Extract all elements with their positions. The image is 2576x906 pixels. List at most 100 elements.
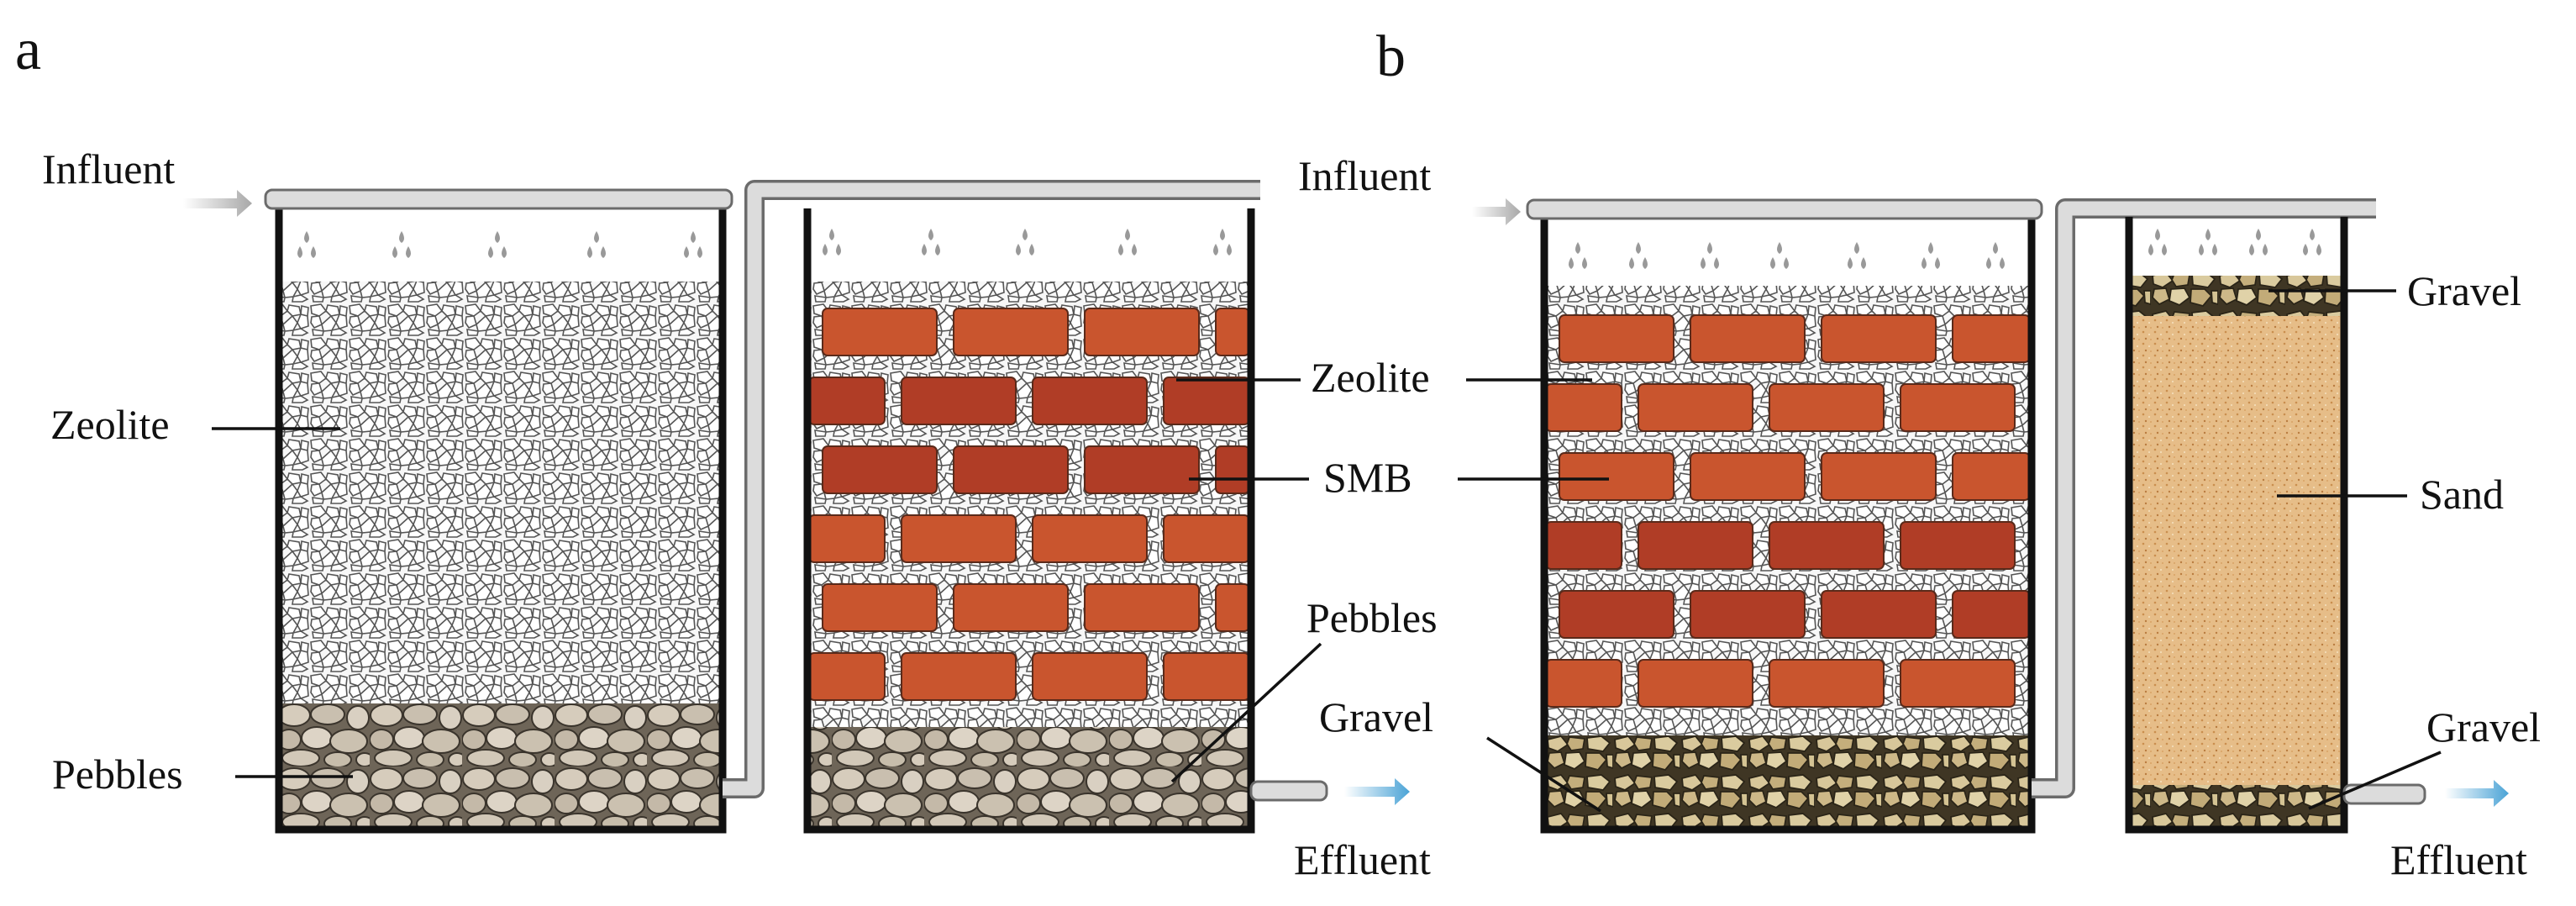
water-drop-icon bbox=[594, 231, 599, 243]
water-drop-icon bbox=[1928, 242, 1933, 254]
column-b1-outline bbox=[1540, 217, 2036, 834]
smb-brick bbox=[1769, 521, 1885, 570]
smb-brick bbox=[953, 308, 1069, 356]
smb-brick bbox=[1690, 314, 1806, 363]
smb-brick bbox=[1545, 383, 1622, 432]
water-drop-icon bbox=[392, 246, 397, 258]
water-drop-icon bbox=[1125, 229, 1130, 240]
smb-brick bbox=[1163, 514, 1250, 563]
effluent-arrow-a bbox=[1344, 778, 1410, 805]
water-drop-icon bbox=[697, 246, 702, 258]
smb-brick bbox=[901, 652, 1017, 701]
water-drop-icon bbox=[2155, 229, 2160, 240]
panel-label-a: a bbox=[15, 18, 41, 82]
panel-a: Influent Effluent Zeolite Pebbles bbox=[42, 145, 1438, 883]
influent-pipe-b bbox=[1526, 198, 2043, 220]
water-drop-icon bbox=[2303, 244, 2308, 255]
water-drop-icon bbox=[1016, 244, 1021, 255]
water-drop-icon bbox=[2212, 244, 2217, 255]
effluent-arrow-b bbox=[2445, 780, 2509, 807]
water-drops bbox=[297, 229, 2321, 269]
water-drop-icon bbox=[1935, 257, 1940, 269]
water-drop-icon bbox=[1643, 257, 1648, 269]
water-drop-icon bbox=[829, 229, 834, 240]
water-drop-icon bbox=[2000, 257, 2005, 269]
water-drop-icon bbox=[1784, 257, 1789, 269]
column-a2 bbox=[803, 208, 1328, 834]
smb-bricks-b1 bbox=[1545, 314, 2031, 708]
smb-brick bbox=[808, 652, 886, 701]
water-drop-icon bbox=[399, 231, 404, 243]
water-drop-icon bbox=[684, 246, 689, 258]
water-drop-icon bbox=[935, 244, 940, 255]
column-a2-outline bbox=[803, 208, 1255, 834]
water-drop-icon bbox=[1582, 257, 1587, 269]
water-drop-icon bbox=[1220, 229, 1225, 240]
smb-brick bbox=[1084, 308, 1200, 356]
smb-brick bbox=[1215, 583, 1250, 632]
water-drop-icon bbox=[502, 246, 507, 258]
water-drop-icon bbox=[1861, 257, 1866, 269]
smb-brick bbox=[1900, 659, 2016, 708]
water-drop-icon bbox=[488, 246, 493, 258]
water-drop-icon bbox=[1636, 242, 1641, 254]
gravel-bottom-label-b2: Gravel bbox=[2426, 703, 2541, 751]
gravel-bottom-leader-b2 bbox=[2308, 751, 2442, 810]
water-drop-icon bbox=[1854, 242, 1859, 254]
smb-brick bbox=[822, 583, 938, 632]
smb-brick bbox=[1215, 308, 1250, 356]
smb-brick bbox=[808, 377, 886, 425]
smb-brick bbox=[1952, 590, 2031, 639]
smb-brick bbox=[1952, 452, 2031, 501]
influent-arrow-b bbox=[1472, 198, 1521, 225]
smb-brick bbox=[1559, 314, 1674, 363]
smb-brick bbox=[1690, 590, 1806, 639]
smb-brick bbox=[808, 514, 886, 563]
smb-brick bbox=[1690, 452, 1806, 501]
water-drop-icon bbox=[1986, 257, 1991, 269]
smb-brick bbox=[953, 583, 1069, 632]
water-drop-icon bbox=[1023, 229, 1028, 240]
smb-brick bbox=[901, 377, 1017, 425]
smb-brick bbox=[1821, 452, 1937, 501]
smb-bricks-a2 bbox=[808, 308, 1250, 701]
water-drop-icon bbox=[304, 231, 309, 243]
smb-brick bbox=[901, 514, 1017, 563]
smb-brick bbox=[1559, 452, 1674, 501]
smb-label-a2: SMB bbox=[1323, 454, 1412, 501]
sand-layer-b2 bbox=[2129, 316, 2344, 785]
water-drop-icon bbox=[922, 244, 927, 255]
panel-b: Influent Effluent Gravel Gravel bbox=[1298, 152, 2541, 883]
water-drop-icon bbox=[1701, 257, 1706, 269]
influent-label-a: Influent bbox=[42, 145, 175, 192]
gravel-leader-b1 bbox=[1486, 736, 1601, 813]
smb-brick bbox=[1032, 514, 1148, 563]
water-drop-icon bbox=[2162, 244, 2167, 255]
column-b2-outline bbox=[2125, 217, 2348, 834]
effluent-label-a: Effluent bbox=[1294, 836, 1431, 883]
water-drop-icon bbox=[1029, 244, 1034, 255]
smb-brick bbox=[1163, 377, 1250, 425]
column-b2 bbox=[2125, 217, 2426, 834]
water-drop-icon bbox=[495, 231, 500, 243]
panel-label-b: b bbox=[1376, 24, 1406, 89]
gravel-layer-b1 bbox=[1544, 735, 2032, 830]
smb-brick bbox=[1900, 383, 2016, 432]
water-drop-icon bbox=[1569, 257, 1574, 269]
water-drop-icon bbox=[406, 246, 411, 258]
zeolite-layer-a1 bbox=[279, 282, 723, 703]
smb-brick bbox=[822, 308, 938, 356]
water-drop-icon bbox=[2310, 229, 2315, 240]
water-drop-icon bbox=[691, 231, 696, 243]
water-drop-icon bbox=[1707, 242, 1712, 254]
water-drop-icon bbox=[311, 246, 316, 258]
water-drop-icon bbox=[928, 229, 933, 240]
smb-brick bbox=[1559, 590, 1674, 639]
water-drop-icon bbox=[2199, 244, 2204, 255]
influent-arrow-a bbox=[183, 190, 252, 217]
water-drop-icon bbox=[1575, 242, 1580, 254]
water-drop-icon bbox=[1777, 242, 1782, 254]
water-drop-icon bbox=[2205, 229, 2211, 240]
smb-brick bbox=[1638, 383, 1753, 432]
smb-brick bbox=[1900, 521, 2016, 570]
